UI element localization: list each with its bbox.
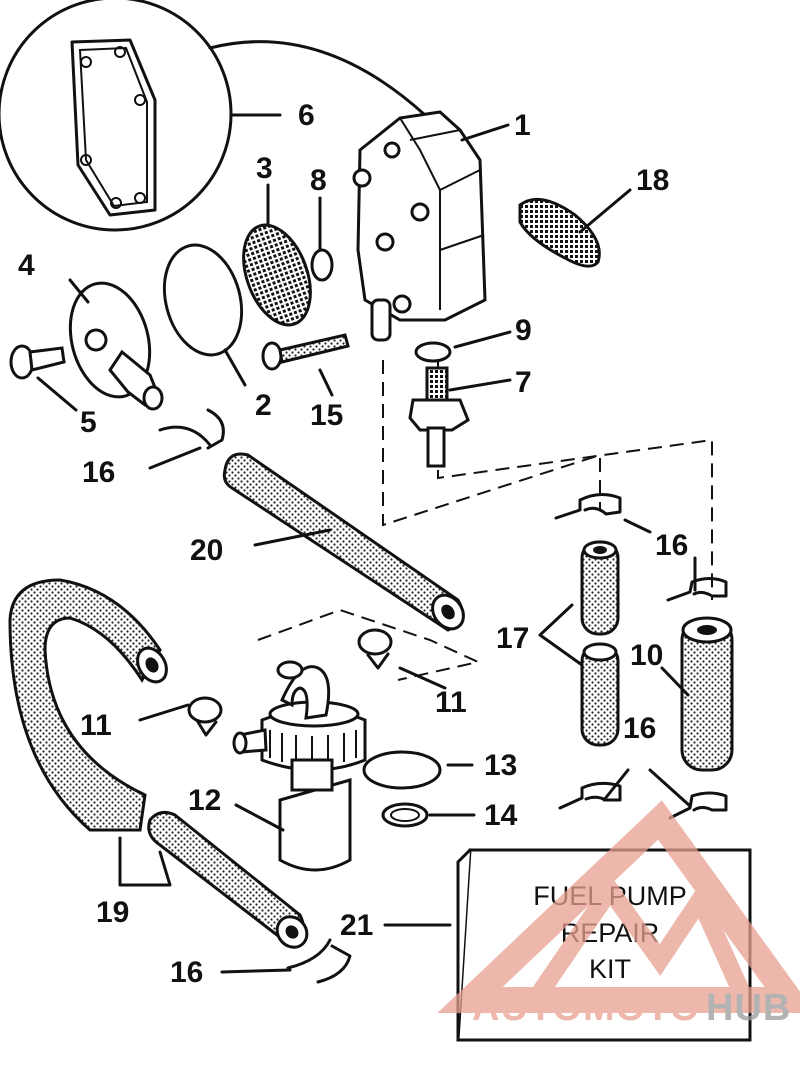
part-3-filter-screen bbox=[242, 223, 312, 327]
part-17-hose-upper bbox=[580, 540, 620, 636]
part-16-clip-top-right bbox=[554, 493, 622, 520]
part-16-clip-upper-left bbox=[158, 408, 225, 450]
callout-19: 19 bbox=[96, 896, 129, 929]
callout-9: 9 bbox=[515, 314, 532, 347]
watermark-text-secondary: HUB bbox=[706, 987, 791, 1029]
part-16-clip-mid-right bbox=[666, 577, 728, 602]
part-16-clip-lower-right bbox=[668, 791, 728, 820]
part-1-fuel-pump bbox=[352, 110, 487, 342]
callout-21: 21 bbox=[340, 909, 373, 942]
part-11-hose-clamp-lower bbox=[187, 696, 223, 737]
leader-lines bbox=[36, 113, 697, 974]
callout-labels: 1 2 3 4 5 6 7 8 9 10 11 11 12 13 14 15 1… bbox=[18, 99, 688, 989]
watermark-text-primary: AUTOMOTO bbox=[472, 987, 700, 1029]
callout-20: 20 bbox=[190, 534, 223, 567]
callout-16-lower: 16 bbox=[623, 712, 656, 745]
watermark-triangle-icon bbox=[437, 800, 800, 1013]
assembly-guide-lines bbox=[257, 360, 713, 681]
part-4-cover bbox=[68, 281, 164, 411]
part-16-clip-lower-left bbox=[558, 781, 622, 810]
callout-10: 10 bbox=[630, 639, 663, 672]
callout-17: 17 bbox=[496, 622, 529, 655]
part-5-screw bbox=[9, 344, 66, 380]
part-16-clip-bottom bbox=[286, 938, 352, 984]
callout-3: 3 bbox=[256, 152, 273, 185]
part-9-o-ring bbox=[414, 341, 452, 363]
callout-16-upper-left: 16 bbox=[82, 456, 115, 489]
callout-11-lower: 11 bbox=[80, 709, 112, 742]
callout-16-right: 16 bbox=[655, 529, 688, 562]
part-2-seal-ring bbox=[162, 243, 244, 357]
part-18-mesh-gasket bbox=[518, 197, 601, 268]
callout-13: 13 bbox=[484, 749, 517, 782]
part-17-hose-lower bbox=[580, 642, 620, 747]
watermark-mountain-icon bbox=[527, 874, 754, 1006]
part-7-fitting bbox=[408, 366, 470, 468]
callout-7: 7 bbox=[515, 366, 532, 399]
callout-16-bottom: 16 bbox=[170, 956, 203, 989]
part-13-gasket-ring bbox=[362, 750, 442, 790]
part-11-hose-clamp-upper bbox=[357, 628, 393, 670]
part-15-screw bbox=[261, 333, 350, 371]
callout-1: 1 bbox=[514, 109, 531, 142]
callout-18: 18 bbox=[636, 164, 669, 197]
part-10-hose bbox=[680, 616, 734, 772]
callout-8: 8 bbox=[310, 164, 327, 197]
part-14-seal bbox=[381, 802, 429, 828]
part-8-o-ring bbox=[310, 248, 334, 282]
callout-14: 14 bbox=[484, 799, 518, 832]
callout-5: 5 bbox=[80, 406, 97, 439]
callout-6: 6 bbox=[298, 99, 315, 132]
callout-2: 2 bbox=[255, 389, 272, 422]
part-19-hose-loop bbox=[8, 578, 309, 949]
kit-line-3: KIT bbox=[589, 954, 631, 984]
part-12-fuel-filter bbox=[232, 660, 367, 872]
callout-12: 12 bbox=[188, 784, 221, 817]
part-6-gasket-detail bbox=[0, 0, 427, 232]
watermark-logo: AUTOMOTO HUB bbox=[437, 800, 800, 1029]
part-20-hose bbox=[222, 452, 465, 632]
callout-11-upper: 11 bbox=[435, 686, 467, 719]
callout-15: 15 bbox=[310, 399, 343, 432]
callout-4: 4 bbox=[18, 249, 35, 282]
